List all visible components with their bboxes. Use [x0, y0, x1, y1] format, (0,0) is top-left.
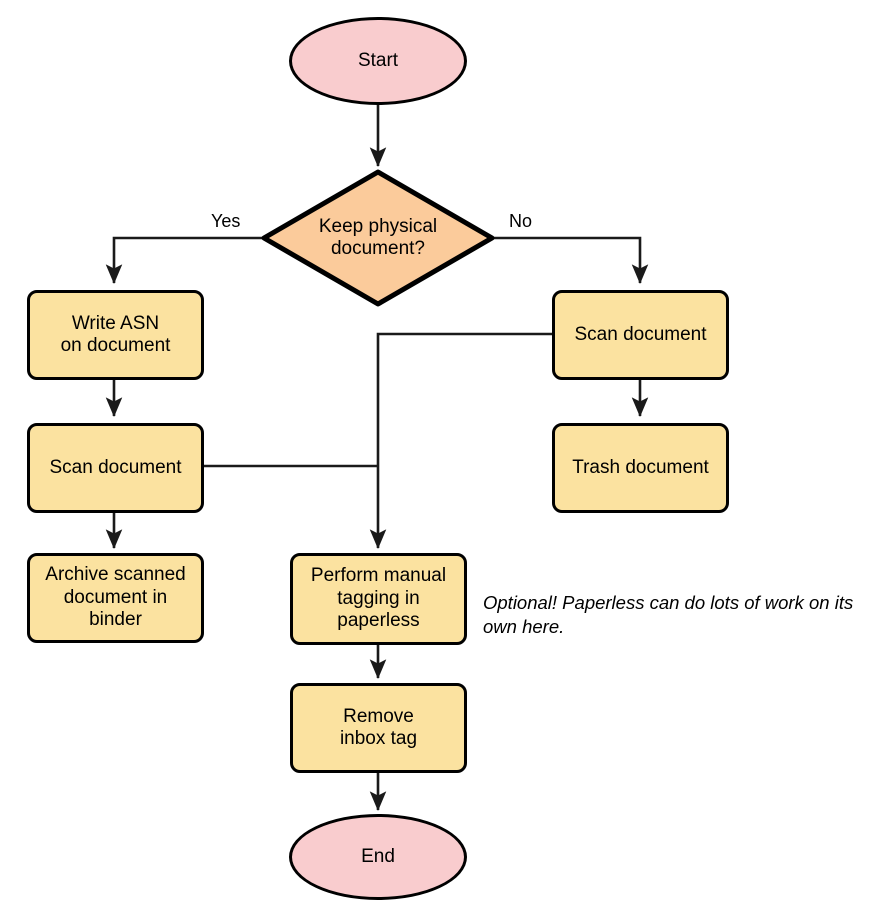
edge-decision-yes-to-write-asn	[105, 236, 264, 285]
node-scan-document-left-label: Scan document	[49, 456, 182, 478]
node-write-asn-line2: on document	[60, 335, 171, 356]
edge-scan-right-to-tagging	[369, 332, 552, 550]
node-perform-manual-tagging[interactable]: Perform manual tagging in paperless	[290, 553, 467, 645]
node-end[interactable]: End	[289, 814, 467, 900]
edge-label-yes: Yes	[211, 211, 241, 231]
edge-label-no: No	[509, 211, 533, 231]
node-trash-document-label: Trash document	[572, 456, 709, 478]
node-scan-document-left[interactable]: Scan document	[27, 423, 204, 513]
node-start-label: Start	[357, 49, 399, 71]
node-remove-inbox-tag[interactable]: Remove inbox tag	[290, 683, 467, 773]
optional-note-line1: Optional! Paperless can do lots of work …	[483, 592, 830, 613]
node-archive-line1: Archive scanned	[45, 564, 186, 586]
node-write-asn[interactable]: Write ASN on document	[27, 290, 204, 380]
node-tagging-line3: paperless	[337, 610, 420, 632]
node-end-label: End	[361, 845, 395, 867]
edge-decision-no-to-scan-right	[492, 236, 649, 285]
node-remove-inbox-line1: Remove	[343, 705, 414, 727]
node-scan-document-right[interactable]: Scan document	[552, 290, 729, 380]
node-archive-line2: document in	[63, 586, 168, 608]
node-archive-in-binder[interactable]: Archive scanned document in binder	[27, 553, 204, 643]
node-trash-document[interactable]: Trash document	[552, 423, 729, 513]
node-scan-document-right-label: Scan document	[574, 323, 707, 345]
optional-note-line2: its own here.	[483, 592, 854, 638]
node-start[interactable]: Start	[289, 17, 467, 105]
optional-note: Optional! Paperless can do lots of work …	[483, 591, 883, 639]
decision-node-keep-physical-document[interactable]	[261, 169, 495, 307]
node-tagging-line1: Perform manual	[310, 565, 447, 587]
node-remove-inbox-line2: inbox tag	[339, 728, 418, 749]
node-archive-line3: binder	[89, 609, 142, 631]
node-write-asn-line1: Write ASN	[71, 312, 160, 334]
node-tagging-line2: tagging in	[337, 587, 420, 609]
